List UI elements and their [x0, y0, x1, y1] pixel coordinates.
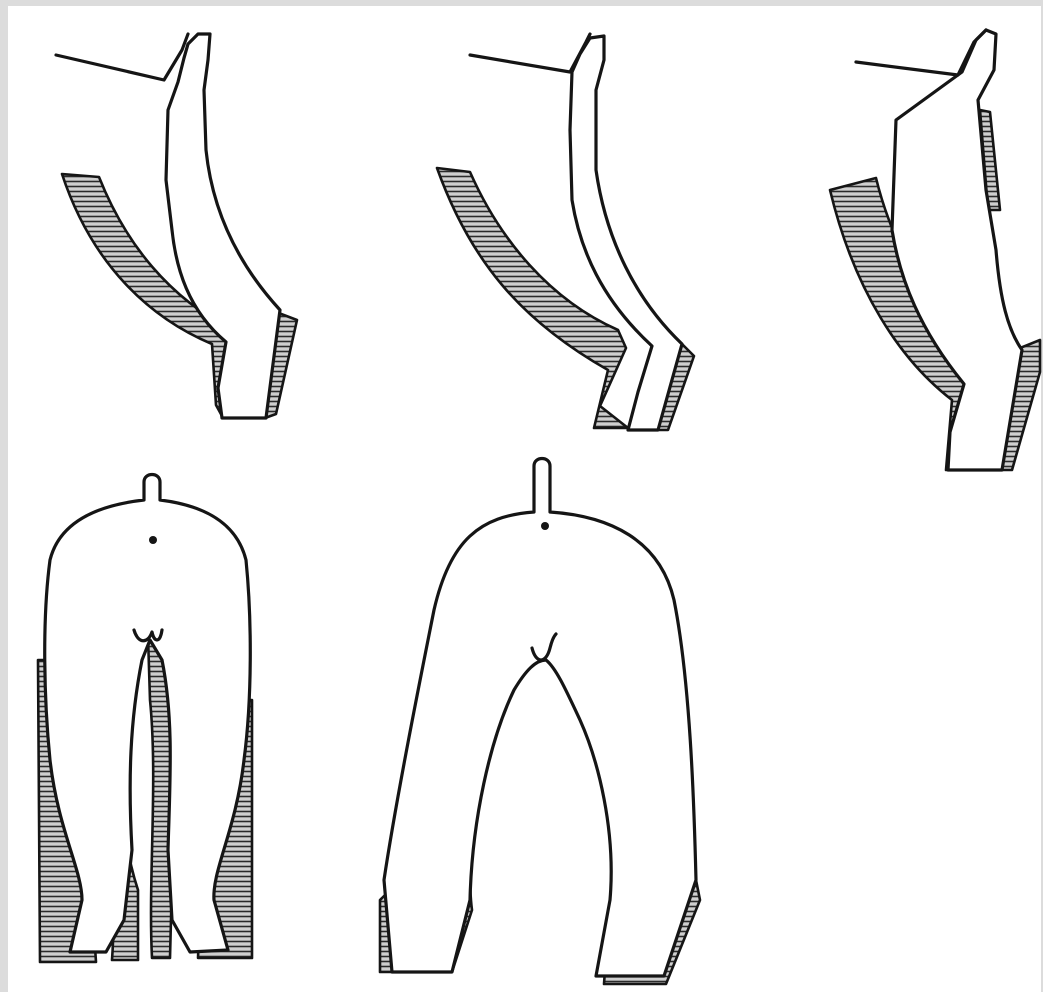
- rear-view-1-tail-dot: [149, 536, 157, 544]
- rear-view-2-tail-dot: [541, 522, 549, 530]
